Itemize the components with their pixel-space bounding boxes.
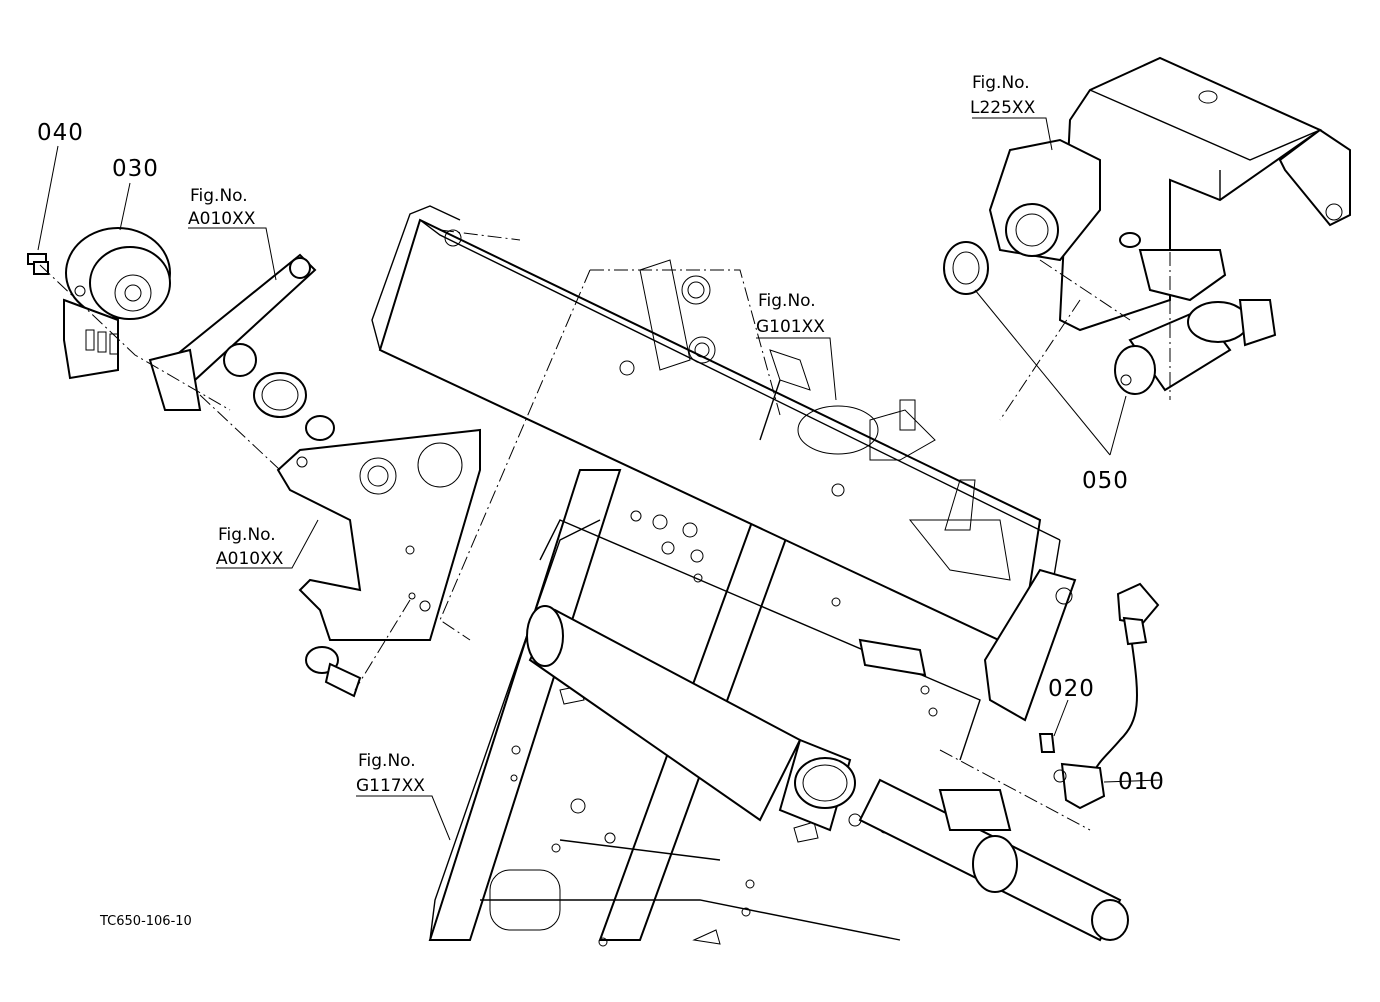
upper-cross-bar (371, 205, 1077, 722)
bracket-bolt (305, 646, 362, 698)
fig-ref-4-title: Fig.No. (972, 73, 1030, 93)
fig-ref-1-title: Fig.No. (190, 186, 248, 206)
screw-040 (27, 253, 49, 275)
fig-ref-3-title: Fig.No. (758, 291, 816, 311)
fig-ref-4-code: L225XX (970, 98, 1036, 118)
fig-ref-3-code: G101XX (756, 317, 825, 337)
fig-ref-2-title: Fig.No. (218, 525, 276, 545)
figure-reference-labels: Fig.No. A010XX Fig.No. A010XX Fig.No. G1… (188, 73, 1036, 796)
part-label-010: 010 (1118, 769, 1165, 795)
fig-ref-5-title: Fig.No. (358, 751, 416, 771)
left-bracket (276, 428, 481, 641)
top-right-bracket (988, 56, 1351, 332)
part-label-040: 040 (37, 120, 84, 146)
reference-lines (39, 180, 1171, 831)
link-lever (148, 253, 335, 441)
angle-sensor-030 (63, 227, 171, 380)
sensor-harness-010 (938, 582, 1160, 831)
part-label-030: 030 (112, 156, 159, 182)
part-labels: 040 030 050 020 010 (37, 120, 1165, 795)
part-label-020: 020 (1048, 676, 1095, 702)
lock-nut (943, 241, 989, 295)
part-label-050: 050 (1082, 468, 1129, 494)
fig-ref-5-code: G117XX (356, 776, 425, 796)
fig-ref-1-code: A010XX (188, 209, 256, 229)
fig-ref-2-code: A010XX (216, 549, 284, 569)
leader-lines (37, 117, 1161, 841)
drawing-code: TC650-106-10 (99, 914, 192, 929)
lower-shaft (526, 605, 1129, 942)
pressure-switch-050 (1114, 299, 1277, 395)
